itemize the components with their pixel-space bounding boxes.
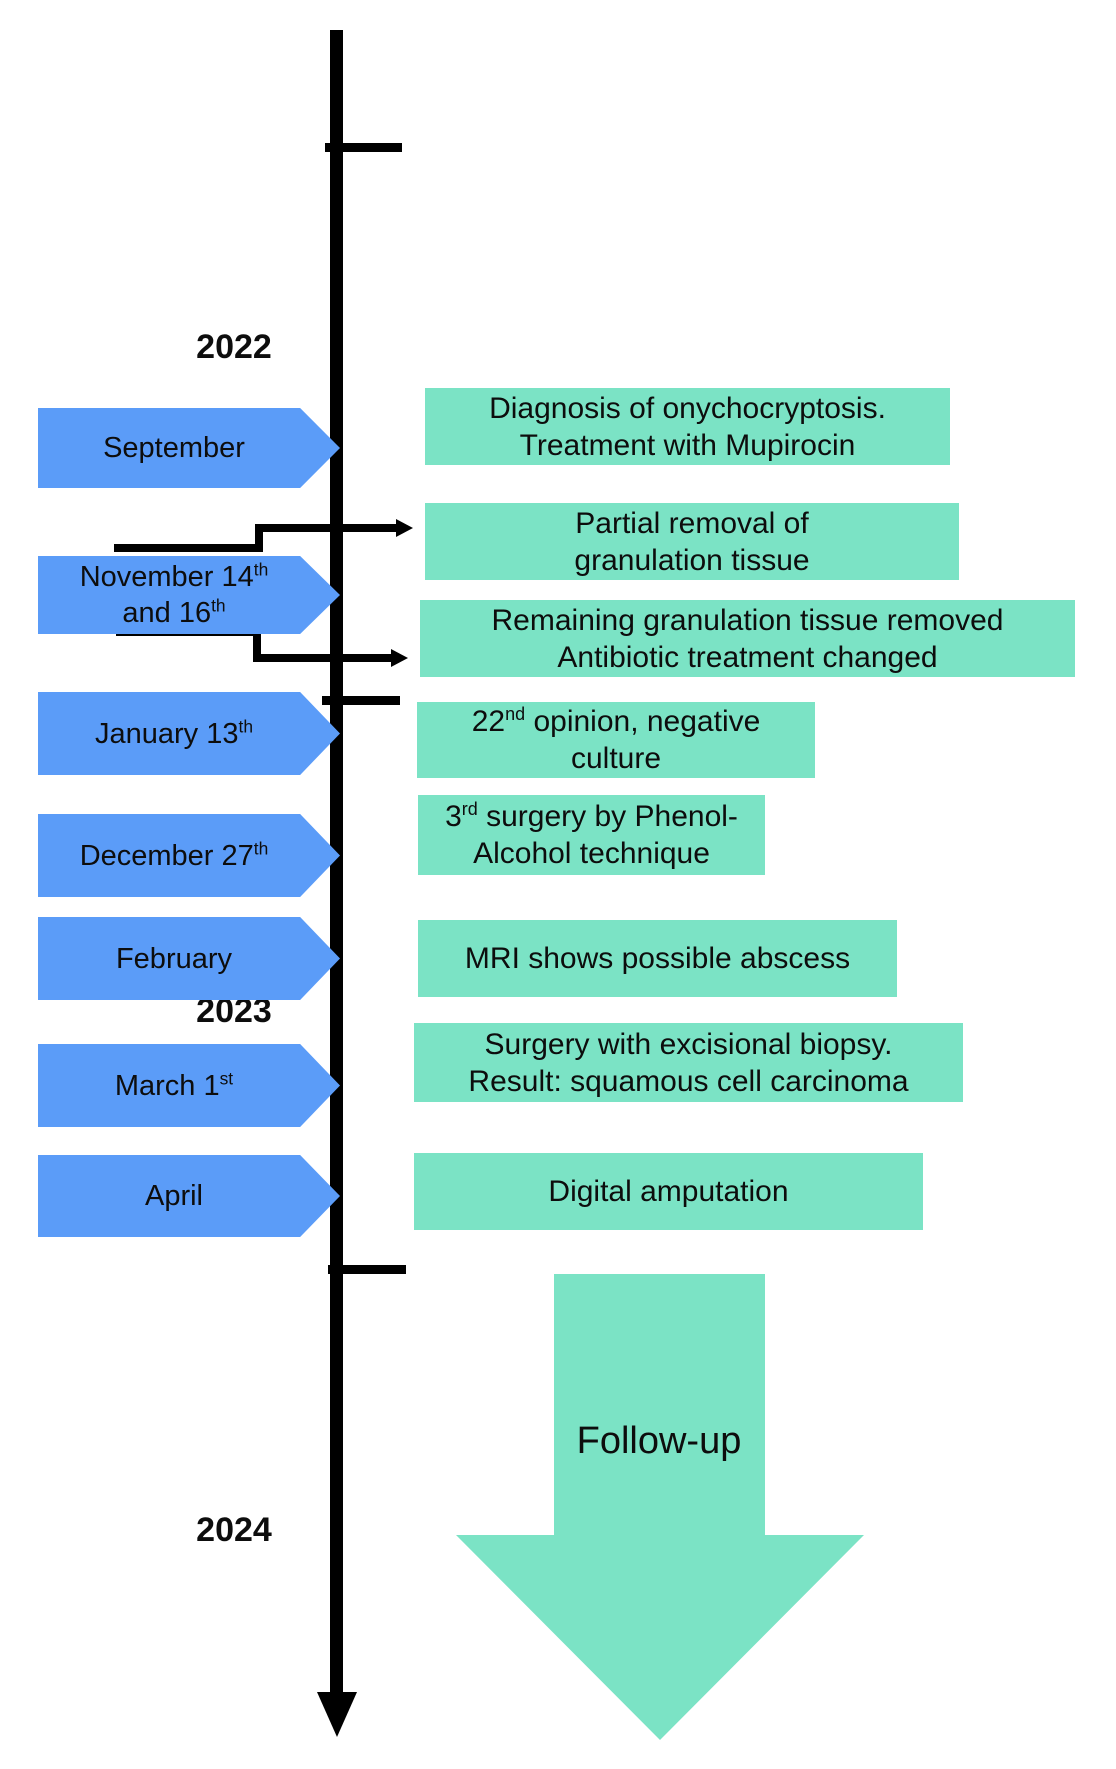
timeline-axis-arrowhead — [317, 1692, 357, 1737]
year-label-2024: 2024 — [196, 1511, 272, 1549]
follow-up-arrow — [456, 1274, 864, 1740]
date-arrow-label: March 1st — [114, 1067, 234, 1102]
event-box-mri-abscess: MRI shows possible abscess — [418, 920, 897, 997]
date-arrow-label: February — [115, 942, 233, 975]
connector-arrowhead-partial-removal — [396, 519, 413, 537]
tick-mark — [328, 1265, 406, 1274]
tick-mark — [322, 696, 400, 705]
year-label-2022: 2022 — [196, 328, 272, 366]
date-arrow-september: September — [38, 408, 340, 488]
event-box-label: MRI shows possible abscess — [464, 942, 851, 975]
date-arrow-label: December 27th — [79, 837, 269, 872]
connector-elbow-remaining-granulation — [116, 628, 391, 662]
date-arrow-march-1: March 1st — [38, 1044, 340, 1127]
date-arrow-december-27: December 27th — [38, 814, 340, 897]
event-box-label: Digital amputation — [548, 1175, 789, 1208]
event-box-digital-amputation: Digital amputation — [414, 1153, 923, 1230]
date-arrow-label: April — [144, 1180, 203, 1212]
connector-elbow-partial-removal — [114, 524, 396, 552]
connector-arrowhead-remaining-granulation — [391, 649, 408, 667]
follow-up-label: Follow-up — [576, 1420, 742, 1462]
event-box-label: Diagnosis of onychocryptosis.Treatment w… — [489, 391, 886, 462]
date-arrow-label: January 13th — [94, 715, 253, 750]
date-arrow-january-13: January 13th — [38, 692, 340, 775]
event-box-third-surgery: 3rd surgery by Phenol-Alcohol technique — [418, 795, 765, 875]
event-box-excisional-biopsy: Surgery with excisional biopsy.Result: s… — [414, 1023, 963, 1102]
date-arrow-label: September — [103, 432, 245, 464]
date-arrow-february: February — [38, 917, 340, 1000]
tick-mark — [325, 143, 402, 152]
event-box-label: Surgery with excisional biopsy.Result: s… — [468, 1027, 909, 1098]
event-box-label: 3rd surgery by Phenol-Alcohol technique — [445, 799, 738, 870]
event-box-diagnosis-mupirocin: Diagnosis of onychocryptosis.Treatment w… — [425, 388, 950, 465]
date-arrow-april: April — [38, 1155, 340, 1237]
